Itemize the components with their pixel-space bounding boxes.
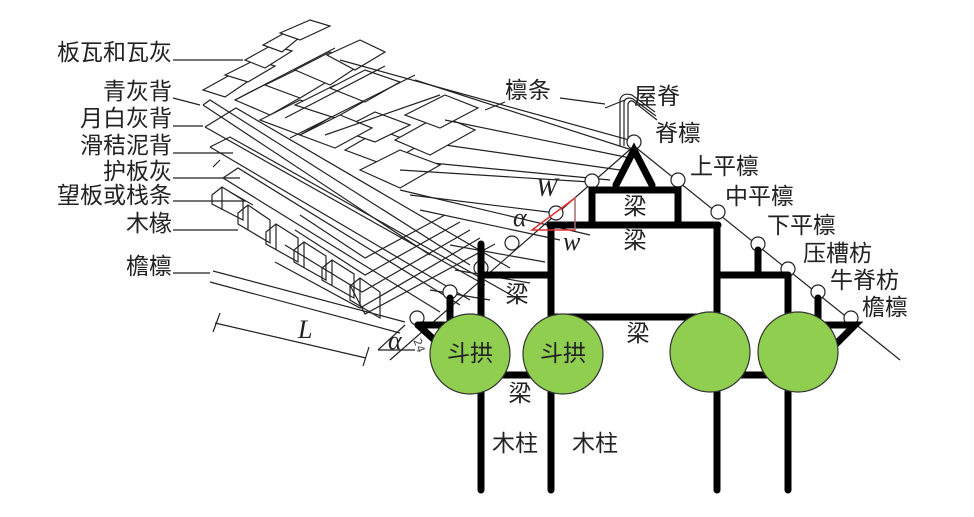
label-boards: 望板或栈条 — [57, 183, 172, 209]
purlin-node — [670, 172, 686, 188]
beam-top — [588, 186, 682, 226]
roof-tiles — [201, 19, 480, 189]
eave-purlin-line — [212, 270, 406, 323]
layer-mud — [209, 136, 521, 301]
symbol-alpha-lower: α — [388, 326, 403, 355]
symbol-W: W — [536, 173, 560, 202]
label-beam-mid: 梁 — [627, 321, 650, 347]
label-beam-top: 梁 — [624, 194, 647, 220]
label-lower-purlin: 下平檩 — [767, 213, 836, 239]
label-beam-2: 梁 — [624, 228, 647, 254]
brackets — [429, 311, 839, 395]
label-blue-ash: 青灰背 — [103, 79, 172, 105]
dimension-L — [212, 312, 415, 367]
label-eave-purlin-left: 檐檩 — [126, 254, 172, 280]
label-press-tie: 压槽枋 — [803, 241, 872, 267]
label-beam-3: 梁 — [506, 282, 529, 308]
symbol-L: L — [297, 315, 312, 344]
purlin-node — [584, 173, 600, 189]
angle-value: 24 — [410, 337, 427, 355]
label-column-1: 木柱 — [492, 431, 538, 457]
rafters — [211, 186, 381, 320]
bracket-3 — [669, 311, 751, 393]
purlin-node — [710, 204, 726, 220]
label-column-2: 木柱 — [572, 431, 618, 457]
frame-labels: 梁 梁 梁 梁 梁 斗拱 斗拱 木柱 木柱 — [447, 194, 650, 457]
label-tiles: 板瓦和瓦灰 — [57, 40, 172, 66]
load-triangle — [529, 196, 576, 231]
purlin-nodes — [409, 134, 859, 326]
layer-board-ash — [222, 167, 461, 306]
label-beam-low: 梁 — [509, 381, 532, 407]
label-mud: 滑秸泥背 — [80, 133, 172, 159]
bracket-2 — [522, 313, 604, 395]
roof-layers — [201, 19, 641, 334]
symbol-w: w — [563, 227, 581, 256]
layer-blue-ash — [202, 99, 471, 266]
symbols: W w α α L 24 — [297, 173, 581, 355]
label-purlin: 檩条 — [505, 78, 551, 104]
label-upper-purlin: 上平檩 — [690, 154, 759, 180]
label-ridge: 屋脊 — [634, 84, 680, 110]
label-eave-purlin-right: 檐檩 — [862, 295, 908, 321]
layer-white-ash — [204, 107, 511, 269]
label-board-ash: 护板灰 — [103, 159, 172, 185]
bracket-4 — [757, 311, 839, 393]
right-labels: 上平檩 中平檩 下平檩 压槽枋 牛脊枋 檐檩 — [690, 154, 908, 321]
left-labels: 板瓦和瓦灰 青灰背 月白灰背 滑秸泥背 护板灰 望板或栈条 木椽 檐檩 — [57, 40, 172, 280]
label-middle-purlin: 中平檩 — [725, 184, 794, 210]
label-bracket-1: 斗拱 — [447, 341, 493, 367]
top-labels: 檩条 屋脊 脊檩 — [505, 78, 701, 147]
leader-lines — [172, 59, 626, 274]
bracket-1 — [429, 313, 511, 395]
label-ox-tie: 牛脊枋 — [830, 268, 899, 294]
label-rafters: 木椽 — [126, 211, 172, 237]
ridge-cap — [619, 93, 658, 146]
purlin-node — [504, 235, 520, 251]
top-truss — [612, 142, 656, 189]
label-ridge-purlin: 脊檩 — [655, 121, 701, 147]
label-bracket-2: 斗拱 — [540, 341, 586, 367]
symbol-alpha-upper: α — [513, 203, 528, 232]
label-white-ash: 月白灰背 — [80, 106, 172, 132]
